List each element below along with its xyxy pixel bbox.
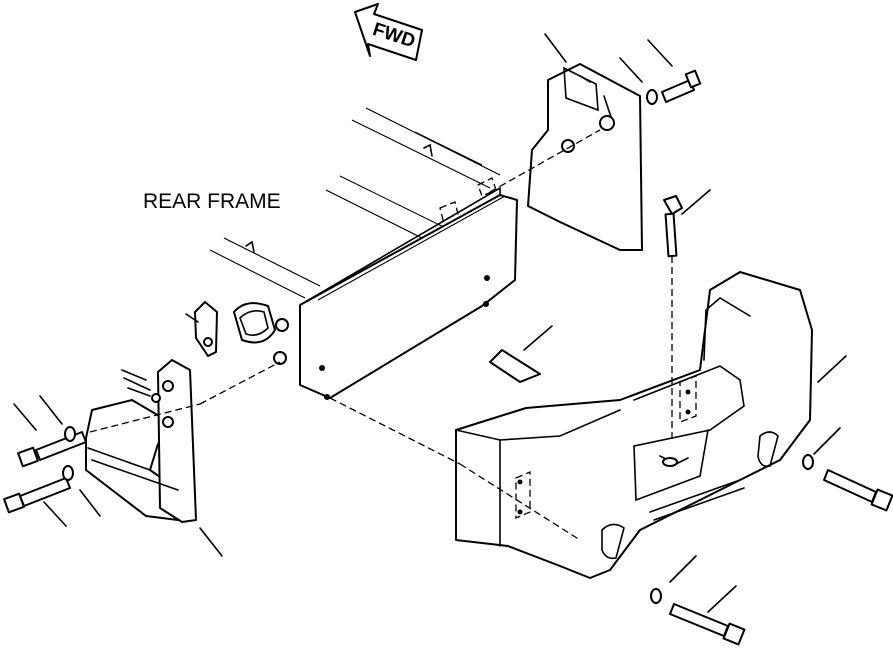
cover-pad: [489, 349, 541, 383]
bolt-left-upper: [17, 426, 87, 468]
bolt-right: [802, 454, 893, 512]
top-counterweight: [527, 63, 643, 251]
side-weight: [85, 359, 197, 523]
alignment-lines: [89, 129, 673, 541]
rear-frame: [209, 107, 518, 400]
bolt-top: [646, 69, 702, 105]
small-bracket: [185, 301, 218, 357]
fwd-arrow: FWD: [354, 3, 423, 61]
main-counterweight: [455, 271, 813, 579]
mounting-plate: [233, 302, 289, 365]
lifting-eyebolt: [663, 195, 683, 258]
bolt-bottom: [650, 588, 746, 646]
leader-lines: [13, 33, 847, 613]
bolt-left-lower: [3, 465, 74, 514]
rear-frame-label: REAR FRAME: [143, 190, 281, 213]
